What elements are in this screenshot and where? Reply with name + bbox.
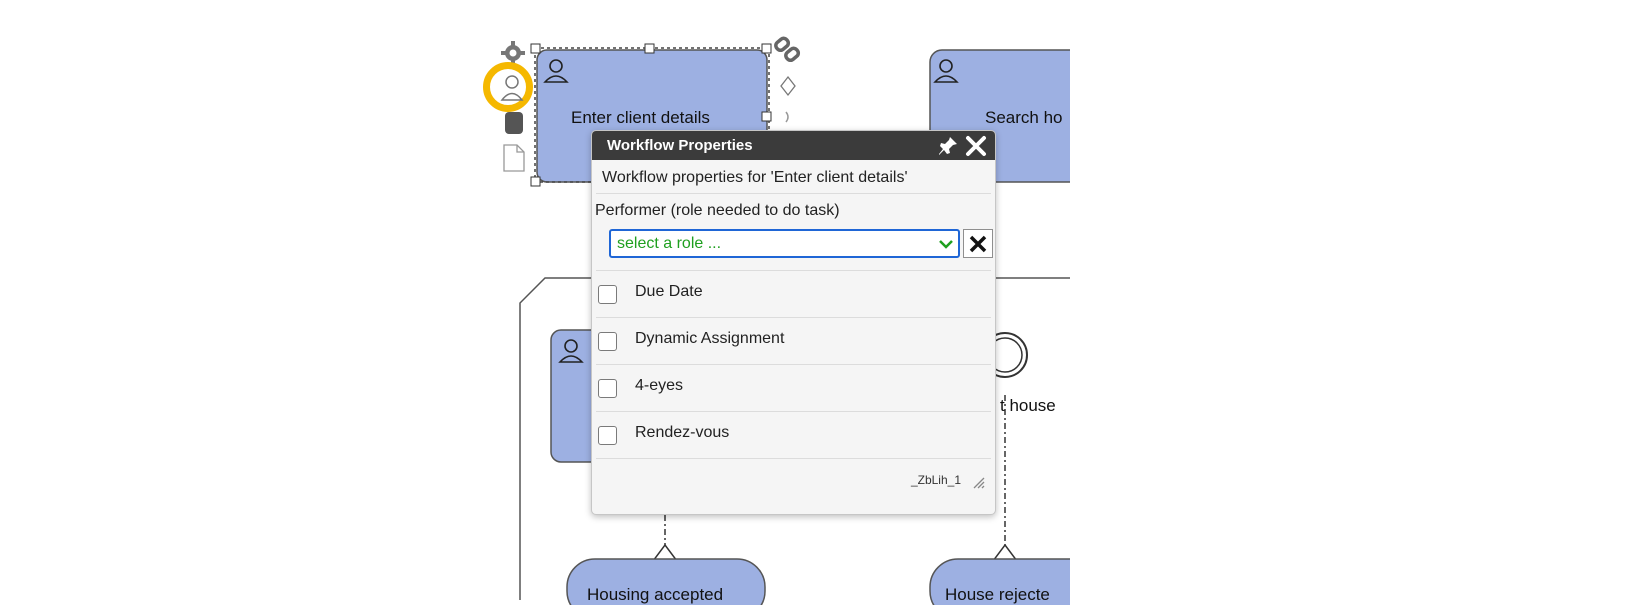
clear-role-button[interactable] [963,229,993,258]
panel-footer: _ZbLih_1 [592,459,995,499]
state-label-housing-accepted: Housing accepted [587,585,724,604]
resize-handle[interactable] [530,43,541,54]
user-icon [543,59,959,363]
close-icon[interactable] [965,135,987,157]
diamond-icon[interactable] [780,75,796,97]
highlight-ring [483,62,533,112]
divider [596,270,991,271]
option-dynamic-assignment[interactable]: Dynamic Assignment [592,318,995,364]
option-4-eyes[interactable]: 4-eyes [592,365,995,411]
performer-label: Performer (role needed to do task) [595,202,840,219]
resize-handle[interactable] [644,43,655,54]
pin-icon[interactable] [937,135,959,157]
state-house-rejected[interactable] [929,558,1128,605]
user-icon[interactable] [499,73,525,103]
panel-description: Workflow properties for 'Enter client de… [602,169,908,186]
role-row: select a role ... [592,224,995,270]
option-label: Dynamic Assignment [635,330,785,347]
dynamic-assignment-checkbox[interactable] [598,332,617,351]
role-select[interactable]: select a role ... [609,229,960,258]
divider [596,317,991,318]
divider [596,193,991,194]
option-label: Due Date [635,283,703,300]
database-icon[interactable] [503,110,525,136]
four-eyes-checkbox[interactable] [598,379,617,398]
role-select-value: select a role ... [617,235,722,252]
option-label: Rendez-vous [635,424,730,441]
workflow-properties-panel: Workflow Properties Workflow properties … [591,130,996,515]
rendez-vous-checkbox[interactable] [598,426,617,445]
task-label-visit-house: t house [1000,396,1056,415]
gear-icon[interactable] [500,40,526,66]
close-icon [969,235,987,253]
panel-header[interactable]: Workflow Properties [592,131,995,160]
option-rendez-vous[interactable]: Rendez-vous [592,412,995,458]
chevron-down-icon [939,240,953,249]
task-label-search-house: Search ho [985,108,1063,127]
document-icon[interactable] [502,143,526,173]
divider [596,411,991,412]
state-label-house-rejected: House rejecte [945,585,1050,604]
divider [596,458,991,459]
task-label-enter-client: Enter client details [571,108,710,127]
panel-title: Workflow Properties [607,137,753,154]
due-date-checkbox[interactable] [598,285,617,304]
resize-handle[interactable] [530,176,541,187]
link-icon[interactable] [774,36,801,63]
resize-grip-icon[interactable] [973,477,985,489]
resize-handle[interactable] [761,111,772,122]
element-id: _ZbLih_1 [910,473,961,487]
option-due-date[interactable]: Due Date [592,271,995,317]
resize-handle[interactable] [761,43,772,54]
state-housing-accepted[interactable] [566,558,766,605]
divider [596,364,991,365]
arrow-icon[interactable] [785,111,789,123]
option-label: 4-eyes [635,377,684,394]
